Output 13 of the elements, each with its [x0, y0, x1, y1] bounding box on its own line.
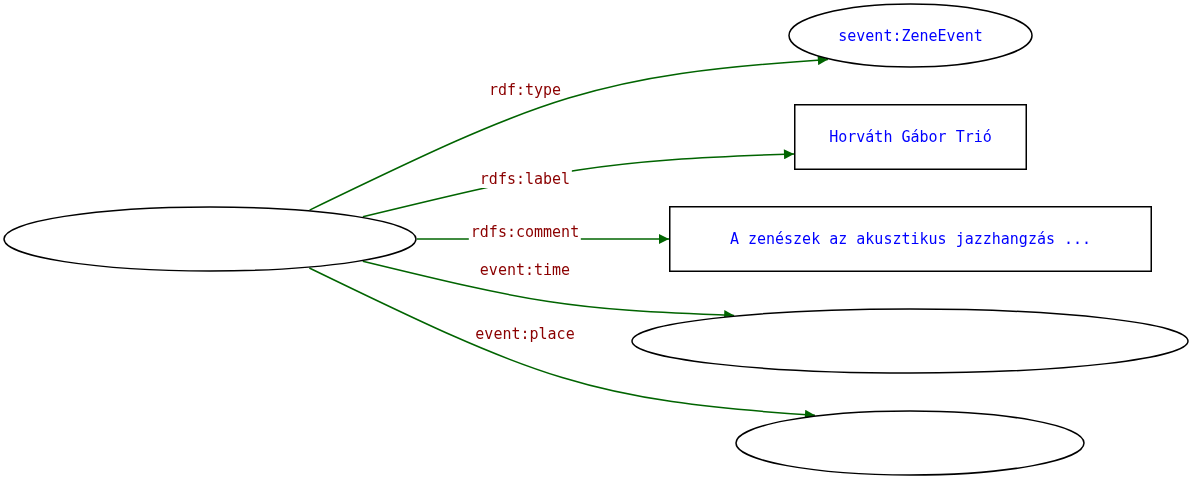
arrow — [308, 55, 829, 211]
ellipse-node — [735, 410, 1085, 476]
node-label: A zenészek az akusztikus jazzhangzás ... — [729, 230, 1092, 248]
arrow — [308, 267, 816, 420]
edge-label: rdfs:comment — [468, 223, 582, 241]
ellipse-node — [3, 206, 417, 272]
ellipse-node — [631, 308, 1189, 374]
resource-box — [794, 104, 1027, 170]
node-label: sevent:ZeneEvent — [838, 26, 983, 45]
resource-box — [669, 206, 1152, 272]
edge-label: event:place — [473, 325, 577, 343]
node-label: Horváth Gábor Trió — [829, 128, 992, 146]
ellipse-node — [788, 3, 1033, 68]
